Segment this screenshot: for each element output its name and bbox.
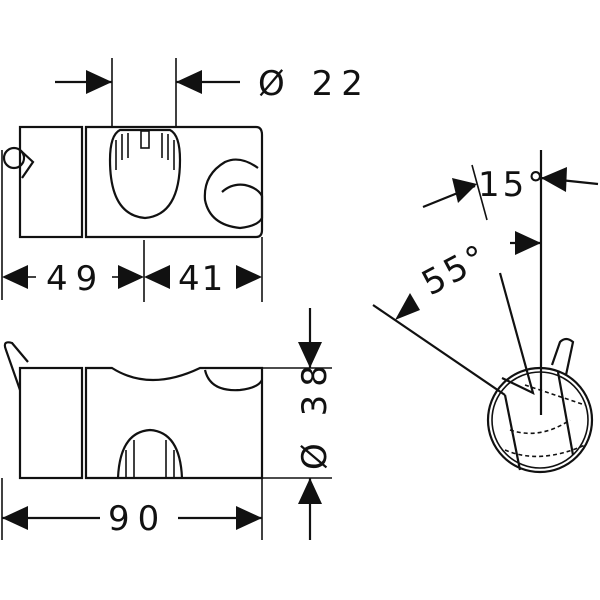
arrow-up-icon [298, 478, 322, 504]
arrow-right-icon [236, 265, 262, 289]
side-left-block [18, 366, 84, 480]
top-main-block [84, 125, 264, 239]
end-view: 55° 15° [372, 150, 599, 474]
side-notch [203, 369, 263, 392]
arrow-right-icon [452, 178, 477, 203]
bore-ribs [115, 133, 175, 170]
arrow-left-icon [176, 70, 202, 94]
dim-left-width: 49 [46, 259, 105, 299]
arrow-left-icon [2, 265, 28, 289]
arrow-left-icon [541, 167, 567, 192]
dim-angle-large: 55° [415, 236, 495, 304]
end-v-lines [498, 272, 535, 396]
side-bottom-arch [116, 428, 184, 479]
dim-total-length: 90 [108, 499, 167, 539]
arrow-left-icon [2, 506, 28, 530]
end-hook [550, 337, 575, 376]
arrow-down-icon [298, 342, 322, 368]
top-knob-stem [19, 149, 35, 179]
dim-right-width: 41 [178, 259, 225, 299]
top-knob [2, 146, 26, 170]
end-circle [486, 366, 594, 474]
side-view: Ø 38 90 [1, 308, 335, 540]
arrow-right-icon [515, 231, 541, 255]
bore-opening [108, 128, 182, 220]
dim-height-diameter: Ø 38 [295, 357, 335, 470]
arrow-down-left-icon [395, 293, 420, 320]
bore-slot [140, 130, 150, 149]
dim-angle-small: 15° [478, 165, 547, 205]
arrow-right-icon [86, 70, 112, 94]
dim-bore-diameter: Ø 22 [258, 64, 371, 104]
hook-c-shape [203, 158, 264, 230]
top-view: Ø 22 49 41 [1, 58, 371, 302]
top-left-block [18, 125, 84, 239]
arrow-right-icon [118, 265, 144, 289]
arch-ribs [125, 440, 175, 478]
arrow-right-icon [236, 506, 262, 530]
side-main-block [84, 366, 264, 480]
arrow-left-icon [144, 265, 170, 289]
side-hook [3, 341, 29, 391]
end-hatching [504, 384, 586, 458]
end-slot [503, 371, 575, 471]
